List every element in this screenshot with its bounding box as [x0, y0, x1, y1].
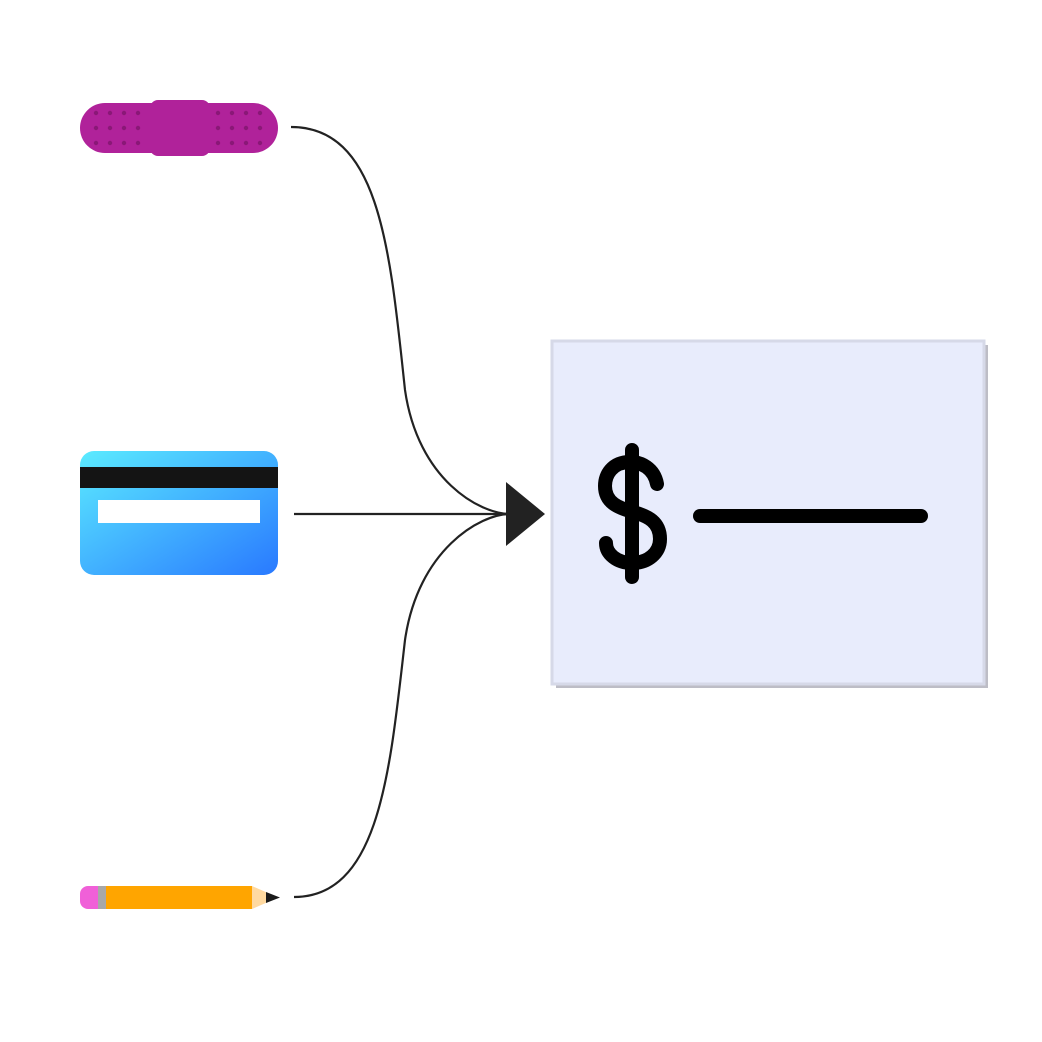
- dollar-amount-card: [550, 339, 988, 688]
- connectors: [290, 125, 511, 899]
- dollar-sign-s: [598, 455, 667, 570]
- bandage-icon: [80, 100, 278, 156]
- pencil-icon: [80, 886, 280, 909]
- credit-card-icon: [80, 451, 278, 575]
- dollar-amount-icon: [598, 443, 928, 584]
- connector-bandage-to-target: [290, 125, 511, 516]
- connector-pencil-to-target: [293, 512, 511, 899]
- arrowhead: [506, 482, 545, 546]
